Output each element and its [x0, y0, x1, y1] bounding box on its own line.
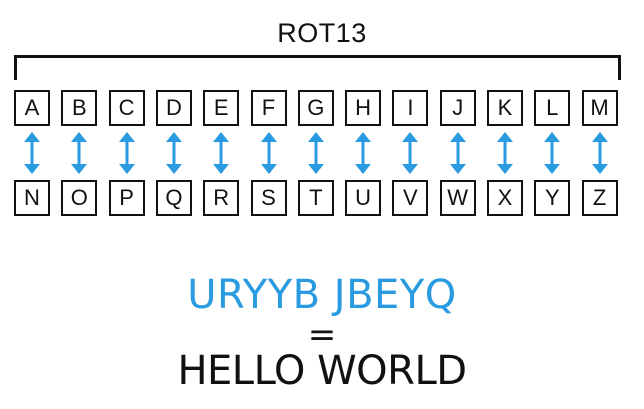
equals-sign: = [307, 315, 337, 355]
letter-box-h: H [345, 90, 382, 126]
letter-box-p: P [108, 180, 145, 216]
letter-box-b: B [61, 90, 98, 126]
letter-box-q: Q [155, 180, 192, 216]
diagram-title: ROT13 [277, 18, 367, 48]
letter-box-r: R [203, 180, 240, 216]
double-arrow-icon [306, 132, 326, 174]
letter-box-f: F [250, 90, 287, 126]
double-arrow-icon [259, 132, 279, 174]
letter-box-w: W [439, 180, 476, 216]
double-arrow-icon [353, 132, 373, 174]
letter-box-z: Z [581, 180, 618, 216]
double-arrow-icon [448, 132, 468, 174]
letter-box-d: D [155, 90, 192, 126]
letter-box-u: U [345, 180, 382, 216]
letter-box-e: E [203, 90, 240, 126]
double-arrow-icon [542, 132, 562, 174]
letter-box-i: I [392, 90, 429, 126]
double-arrow-icon [211, 132, 231, 174]
letter-box-t: T [297, 180, 334, 216]
ciphertext: URYYB JBEYQ [187, 272, 457, 318]
mapping-arrows [0, 132, 644, 174]
double-arrow-icon [495, 132, 515, 174]
letter-box-o: O [61, 180, 98, 216]
letter-box-k: K [487, 90, 523, 126]
double-arrow-icon [22, 132, 42, 174]
letter-box-n: N [14, 180, 50, 216]
letter-box-j: J [439, 90, 476, 126]
letter-box-c: C [108, 90, 145, 126]
double-arrow-icon [590, 132, 610, 174]
letter-box-l: L [534, 90, 571, 126]
letter-box-y: Y [534, 180, 571, 216]
letter-box-m: M [581, 90, 618, 126]
double-arrow-icon [69, 132, 89, 174]
double-arrow-icon [117, 132, 137, 174]
letter-box-x: X [487, 180, 523, 216]
letter-box-s: S [250, 180, 287, 216]
letter-box-v: V [392, 180, 429, 216]
letter-box-g: G [297, 90, 334, 126]
double-arrow-icon [400, 132, 420, 174]
rot13-bracket [14, 55, 621, 80]
letter-box-a: A [14, 90, 50, 126]
double-arrow-icon [164, 132, 184, 174]
plaintext: HELLO WORLD [177, 348, 467, 394]
